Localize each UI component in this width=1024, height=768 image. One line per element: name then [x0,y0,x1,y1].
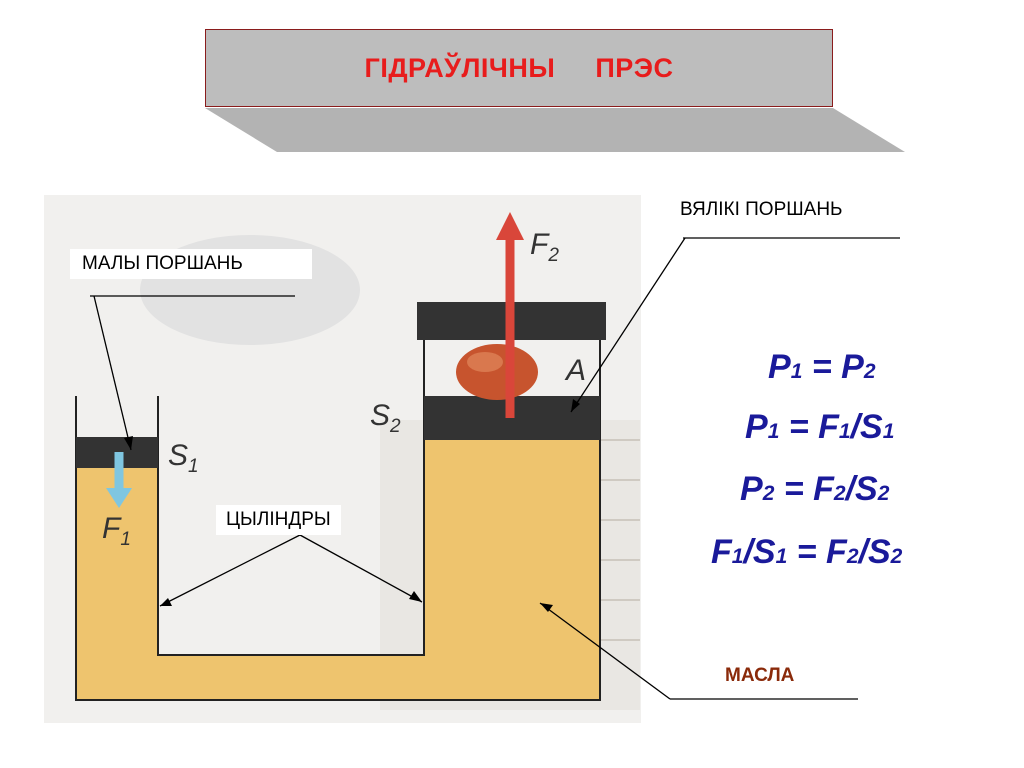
cylinders-label: ЦЫЛІНДРЫ [216,505,341,535]
label-f1: F1 [102,512,131,550]
formula-4: F1/S1 = F2/S2 [711,533,903,571]
large-piston-label: ВЯЛІКІ ПОРШАНЬ [680,199,843,221]
formula-1: P1 = P2 [768,348,876,386]
title-shadow [205,108,905,152]
small-piston-label: МАЛЫ ПОРШАНЬ [70,249,312,279]
label-f2: F2 [530,228,559,266]
small-cylinder-outline [75,396,601,701]
label-s2: S2 [370,399,401,437]
page-title: ГІДРАЎЛІЧНЫ ПРЭС [364,52,674,83]
force-f1-arrow [106,488,132,508]
formula-3: P2 = F2/S2 [740,470,890,508]
connecting-pipe-outline [157,302,425,656]
pressed-object [456,344,538,400]
label-s1: S1 [168,439,199,477]
oil-fill [76,440,600,700]
label-a: A [564,354,586,387]
force-f2-arrow [496,212,524,240]
title-banner: ГІДРАЎЛІЧНЫ ПРЭС [205,29,833,107]
formula-2: P1 = F1/S1 [745,408,895,446]
oil-label: МАСЛА [725,665,795,686]
